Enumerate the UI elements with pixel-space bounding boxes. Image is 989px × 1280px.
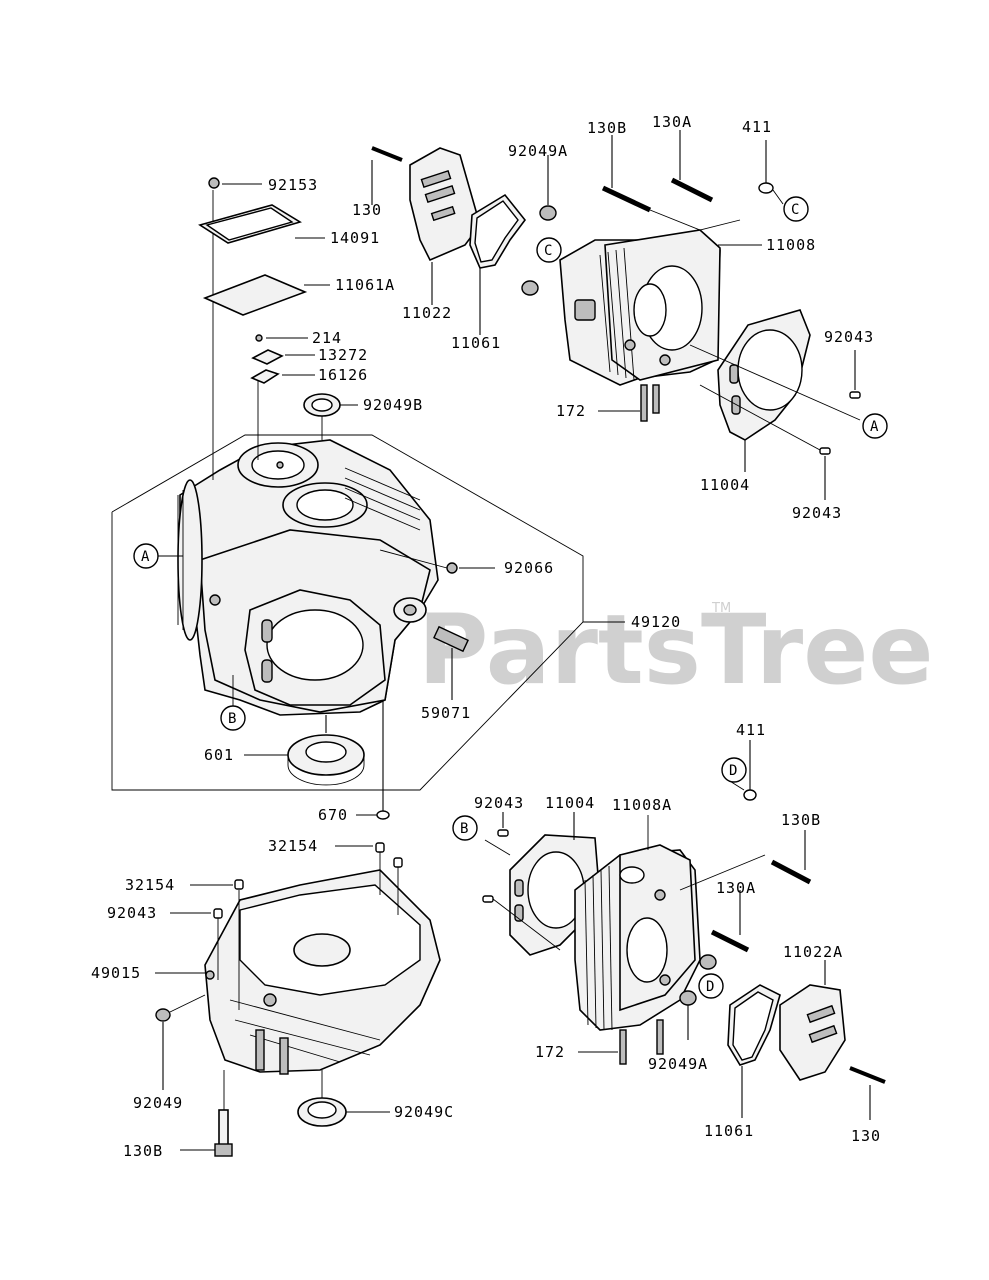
part-92066-plug (379, 549, 495, 574)
callout-B-right: B (460, 821, 468, 837)
label-92043-a: 92043 (824, 328, 874, 346)
callout-A-left: A (141, 549, 150, 565)
label-92153: 92153 (268, 176, 318, 194)
label-11004-bottom: 11004 (545, 794, 595, 812)
label-11061-bottom: 11061 (704, 1122, 754, 1140)
label-11008A: 11008A (612, 796, 672, 814)
label-11061A: 11061A (335, 276, 395, 294)
label-11061-top: 11061 (451, 334, 501, 352)
studs-172-bottom (578, 1019, 664, 1065)
label-92066: 92066 (504, 559, 554, 577)
breather-cover-stack (198, 177, 330, 480)
gasket-11061-bottom (727, 984, 781, 1118)
label-11022A: 11022A (783, 943, 843, 961)
part-92049B-seal (303, 393, 358, 440)
callouts: C C A A B B D D (133, 196, 888, 999)
watermark-text: PartsTree (418, 594, 933, 706)
watermark: PartsTree TM (418, 594, 933, 706)
label-172-bottom: 172 (535, 1043, 565, 1061)
label-11004-top: 11004 (700, 476, 750, 494)
crankcase-part (177, 439, 439, 716)
callout-D-head: D (706, 979, 714, 995)
label-11022: 11022 (402, 304, 452, 322)
head-bolts-top (601, 130, 741, 231)
label-214: 214 (312, 329, 342, 347)
part-411-top (758, 140, 784, 205)
label-130B-top: 130B (587, 119, 627, 137)
part-59071-stud (433, 625, 469, 700)
part-labels: 92153 130 14091 11061A 11022 11061 214 1… (91, 113, 881, 1160)
part-92049A-top (521, 155, 557, 296)
label-601: 601 (204, 746, 234, 764)
label-130A-bottom: 130A (716, 879, 756, 897)
part-92049A-bottom (679, 954, 717, 1040)
label-32154-b: 32154 (125, 876, 175, 894)
label-92049B: 92049B (363, 396, 423, 414)
label-92049C: 92049C (394, 1103, 454, 1121)
label-13272: 13272 (318, 346, 368, 364)
head-bolts-bottom (710, 830, 812, 953)
rocker-cover-top (371, 146, 481, 305)
dowels-92043-top (689, 344, 861, 500)
label-130-top: 130 (352, 201, 382, 219)
label-92043-b: 92043 (792, 504, 842, 522)
label-411-top: 411 (742, 118, 772, 136)
part-92049C-seal (297, 1070, 390, 1127)
studs-172-top (598, 384, 660, 422)
rocker-cover-bottom (779, 960, 886, 1120)
part-92049-lower (155, 994, 206, 1090)
label-16126: 16126 (318, 366, 368, 384)
callout-C-top-right: C (791, 202, 799, 218)
gasket-11061-top (469, 193, 527, 335)
label-172-top: 172 (556, 402, 586, 420)
label-92049A-bottom: 92049A (648, 1055, 708, 1073)
label-92049A-top: 92049A (508, 142, 568, 160)
crankcase-bracket-lines (111, 434, 625, 791)
label-130-bottom: 130 (851, 1127, 881, 1145)
callout-B-left: B (228, 711, 236, 727)
head-gasket-top (717, 309, 811, 472)
callout-C-head: C (544, 243, 552, 259)
label-411-bottom: 411 (736, 721, 766, 739)
label-49120: 49120 (631, 613, 681, 631)
bolt-130B-lower (180, 1070, 233, 1157)
label-92043-d: 92043 (107, 904, 157, 922)
label-14091: 14091 (330, 229, 380, 247)
callout-D-top: D (729, 763, 737, 779)
part-411-bottom (724, 740, 757, 801)
part-670-washer (376, 700, 390, 820)
crankcase-lower-part (155, 869, 441, 1075)
label-11008: 11008 (766, 236, 816, 254)
label-59071: 59071 (421, 704, 471, 722)
label-130A-top: 130A (652, 113, 692, 131)
label-130B-bottom: 130B (123, 1142, 163, 1160)
label-670: 670 (318, 806, 348, 824)
label-32154-a: 32154 (268, 837, 318, 855)
part-601-bearing (287, 715, 365, 786)
label-92043-c: 92043 (474, 794, 524, 812)
label-92049: 92049 (133, 1094, 183, 1112)
cylinder-head-bottom (574, 815, 766, 1031)
label-49015: 49015 (91, 964, 141, 982)
watermark-tm: TM (711, 601, 731, 616)
callout-A-right: A (870, 419, 879, 435)
cylinder-head-top (559, 229, 762, 386)
label-130B-right: 130B (781, 811, 821, 829)
dowels-lower (170, 842, 403, 1010)
